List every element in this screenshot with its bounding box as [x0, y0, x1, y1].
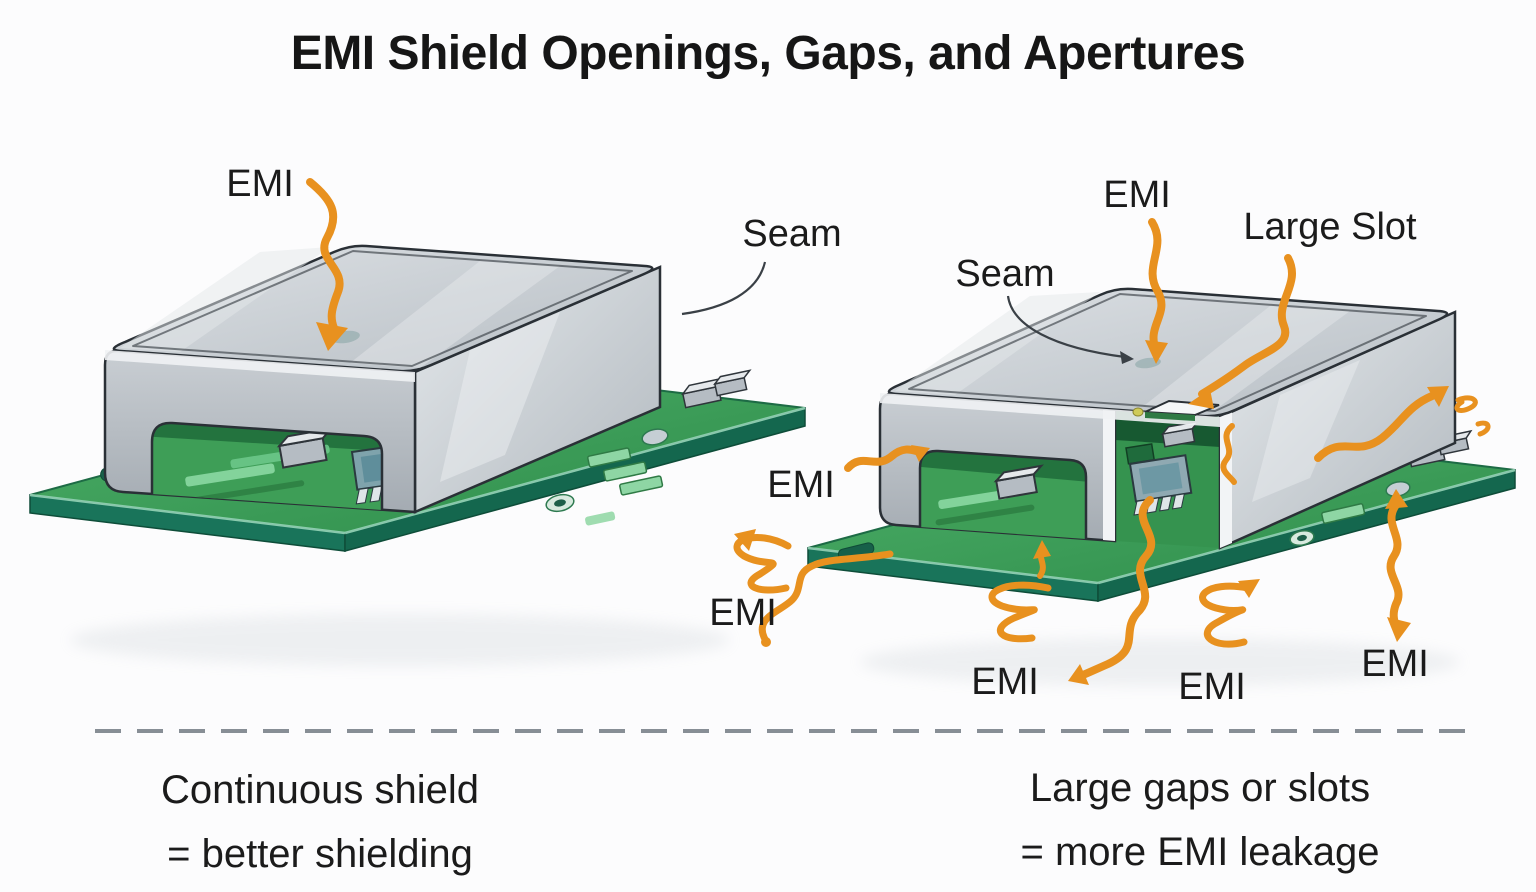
right-shield-cut-edge — [1103, 409, 1115, 541]
large-slot-arrow-icon — [1198, 254, 1296, 398]
left-pcb-components — [545, 369, 752, 526]
gasket-dot — [1132, 407, 1144, 417]
left-module: EMI Seam — [29, 163, 842, 552]
right-seam-pointer-line — [1006, 295, 1126, 359]
left-shield-top-face — [112, 244, 654, 373]
emi-left-label: EMI — [767, 464, 835, 506]
left-seam-pointer-line — [681, 261, 767, 316]
right-shield-opening — [920, 450, 1086, 539]
pcb-connector-pad — [1321, 503, 1366, 524]
right-module: EMI Seam Large Slot EMI EMI EMI EMI EMI — [709, 174, 1516, 708]
right-shield-gap-interior — [1115, 410, 1220, 548]
left-caption-line1: Continuous shield — [161, 768, 479, 812]
plated-hole-center — [1297, 534, 1307, 542]
emi-scurve-icon — [758, 550, 894, 645]
solder-pad — [641, 428, 669, 446]
left-board-shadow — [70, 614, 730, 666]
emi-vertical-wavy-icon — [1386, 501, 1403, 632]
left-emi-label: EMI — [226, 163, 294, 205]
right-shield-top-face — [887, 287, 1449, 418]
emi-accent-loop-icon — [1454, 395, 1478, 413]
large-slot-interior — [1145, 412, 1195, 421]
right-shield — [878, 287, 1457, 550]
plated-hole-center — [554, 499, 566, 507]
left-seam-label: Seam — [742, 213, 841, 255]
emi-accent-curl-icon — [1475, 420, 1491, 437]
emi-arrow-through-seam-icon — [1148, 218, 1166, 354]
emi-bottom-center1-label: EMI — [971, 661, 1039, 703]
emi-spiral-left-icon — [988, 581, 1052, 643]
emi-spiral-right-icon — [1199, 582, 1252, 648]
diagram-title: EMI Shield Openings, Gaps, and Apertures — [290, 27, 1246, 80]
emi-slot-squiggle-icon — [1220, 423, 1237, 485]
emi-leakage-arrows — [733, 218, 1491, 681]
ic-chip — [1128, 454, 1193, 516]
left-caption: Continuous shield = better shielding — [40, 758, 600, 886]
left-shield — [103, 244, 662, 514]
emi-arrow-upper-right-icon — [1314, 392, 1436, 462]
emi-bottom-right-label: EMI — [1361, 643, 1429, 685]
pcb-pad — [585, 511, 616, 526]
emi-arrowheads — [734, 340, 1449, 685]
right-shield-opening-edge — [918, 449, 1088, 539]
ic-chip — [350, 443, 382, 505]
left-shield-opening-edge — [150, 421, 384, 510]
left-caption-line2: = better shielding — [167, 832, 473, 876]
large-slot-label: Large Slot — [1243, 206, 1417, 248]
smd-capacitor — [713, 369, 752, 397]
left-shield-seam-line — [132, 250, 633, 367]
right-seam-label: Seam — [955, 253, 1054, 295]
right-board-shadow — [860, 638, 1460, 686]
emi-arrow-left-icon — [844, 445, 924, 472]
right-seam-pointer-head — [1120, 351, 1134, 364]
left-emi-arrow-icon — [306, 178, 348, 351]
right-caption-line2: = more EMI leakage — [1020, 830, 1380, 874]
emi-bottom-center2-label: EMI — [1178, 666, 1246, 708]
right-emi-top-label: EMI — [1103, 174, 1171, 216]
right-caption-line1: Large gaps or slots — [1029, 766, 1371, 810]
pcb-connector-pads — [587, 447, 664, 496]
emi-long-wavy-icon — [1074, 496, 1156, 681]
right-caption: Large gaps or slots = more EMI leakage — [928, 756, 1472, 884]
right-shield-seam-line — [908, 293, 1427, 412]
emi-bottom-left-label: EMI — [709, 592, 777, 634]
smd-capacitor — [993, 464, 1044, 500]
